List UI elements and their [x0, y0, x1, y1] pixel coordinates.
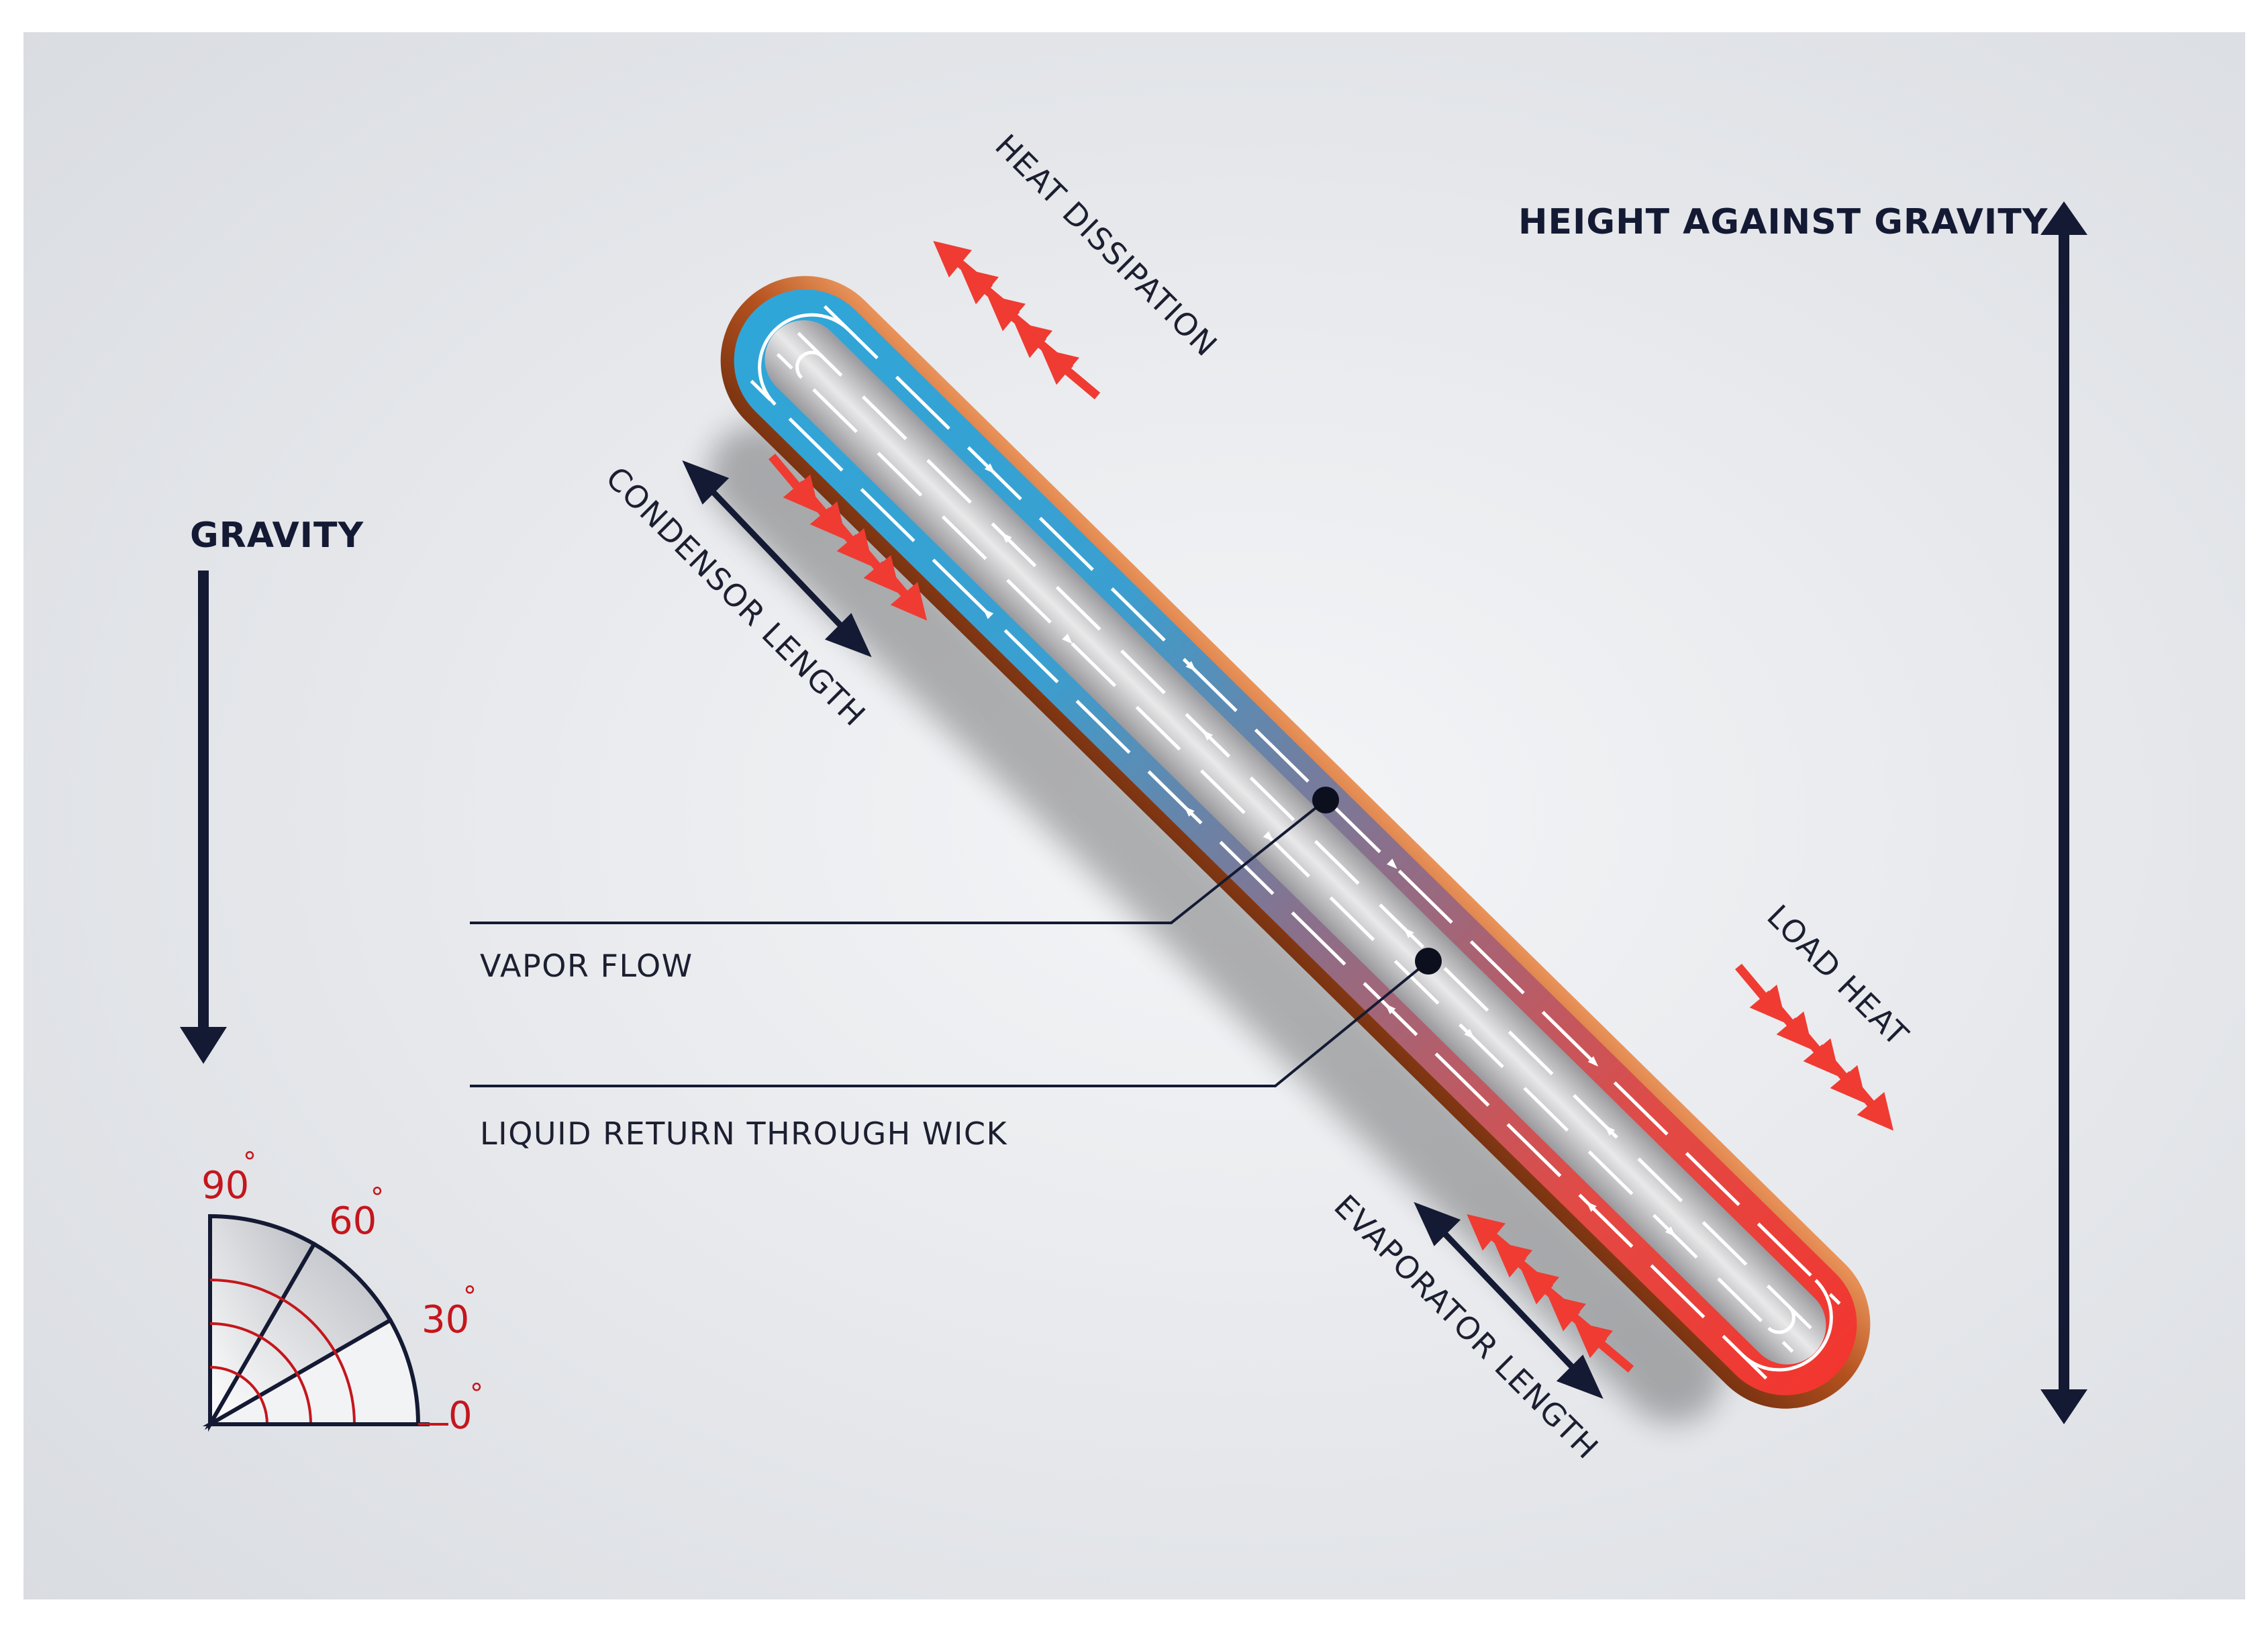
angle-gauge — [202, 1214, 448, 1432]
svg-text:°: ° — [371, 1183, 384, 1214]
condensor-length-arrow — [682, 460, 872, 658]
angle-label-0: 0 ° — [448, 1379, 483, 1438]
vapor-flow-line — [776, 352, 1794, 1353]
evaporator-heat-arrows — [1467, 1214, 1634, 1373]
svg-text:°: ° — [243, 1147, 256, 1178]
vapor-flow-label: VAPOR FLOW — [480, 948, 693, 984]
liquid-return-leader — [470, 960, 1430, 1087]
vapor-flow-line — [797, 332, 1815, 1332]
evaporator-length-arrow — [1414, 1201, 1604, 1399]
liquid-return-label: LIQUID RETURN THROUGH WICK — [480, 1116, 1008, 1152]
gravity-label: GRAVITY — [190, 515, 364, 556]
u-turn-arrow — [795, 350, 824, 379]
svg-text:60: 60 — [329, 1199, 377, 1243]
angle-label-30: 30 ° — [422, 1281, 477, 1342]
u-turn-arrow — [1767, 1305, 1795, 1334]
gauge-arcs — [209, 1279, 356, 1425]
vapor-flow-leader — [470, 799, 1327, 924]
liquid-return-line — [750, 379, 1768, 1380]
height-against-gravity-label: HEIGHT AGAINST GRAVITY — [1518, 202, 2049, 242]
svg-text:90: 90 — [201, 1164, 249, 1207]
svg-text:°: ° — [470, 1379, 483, 1409]
angle-label-60: 60 ° — [329, 1183, 384, 1243]
flow-arrowheads — [983, 463, 1676, 1237]
vapor-flow-dot — [1312, 787, 1339, 813]
svg-text:30: 30 — [422, 1298, 469, 1342]
heat-pipe — [707, 276, 1871, 1424]
liquid-return-dot — [1415, 948, 1442, 975]
height-against-gravity-arrow — [2040, 201, 2087, 1424]
pipe-vapor-core — [765, 320, 1826, 1365]
pipe-shadow — [707, 424, 1723, 1424]
angle-label-90: 90 ° — [201, 1147, 256, 1207]
heat-dissipation-arrows — [933, 240, 1101, 399]
svg-text:°: ° — [463, 1281, 477, 1312]
svg-text:0: 0 — [448, 1394, 473, 1438]
u-turn-arrow — [758, 313, 850, 406]
condensor-heat-arrows — [769, 453, 928, 621]
load-heat-arrows — [1735, 963, 1894, 1131]
gravity-arrow — [180, 571, 227, 1064]
gauge-wedge-60-30 — [204, 1241, 393, 1430]
u-turn-arrow — [1740, 1279, 1833, 1372]
